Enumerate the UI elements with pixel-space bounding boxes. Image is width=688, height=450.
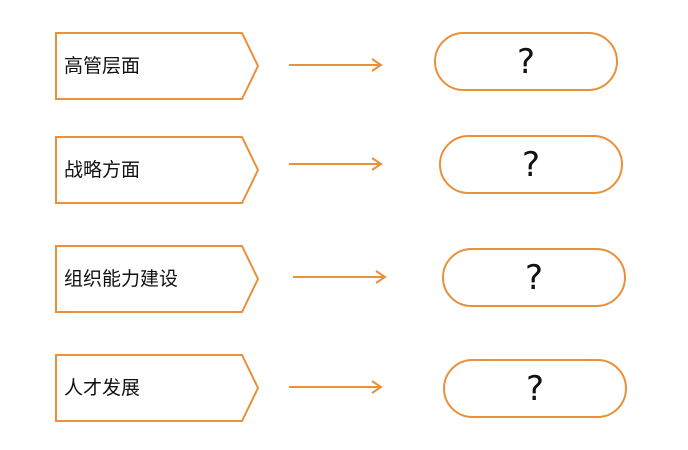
tag-shape	[55, 354, 260, 422]
arrow-icon	[289, 157, 383, 171]
result-pill: ?	[442, 248, 626, 307]
tag-shape	[55, 32, 260, 100]
result-text: ?	[516, 41, 536, 82]
category-tag: 战略方面	[54, 135, 260, 205]
result-text: ?	[521, 144, 541, 185]
category-label: 人才发展	[64, 377, 141, 399]
category-label: 战略方面	[64, 159, 141, 181]
result-pill: ?	[434, 32, 618, 91]
category-tag: 人才发展	[54, 353, 260, 423]
category-tag: 高管层面	[54, 31, 260, 101]
result-pill: ?	[439, 135, 623, 194]
result-text: ?	[525, 368, 545, 409]
tag-shape	[55, 245, 260, 313]
category-label: 高管层面	[64, 55, 141, 77]
arrow-icon	[289, 58, 383, 72]
category-label: 组织能力建设	[64, 268, 179, 290]
category-tag: 组织能力建设	[54, 244, 260, 314]
result-text: ?	[524, 257, 544, 298]
arrow-icon	[293, 270, 387, 284]
result-pill: ?	[443, 359, 627, 418]
arrow-icon	[289, 380, 383, 394]
tag-shape	[55, 136, 260, 204]
